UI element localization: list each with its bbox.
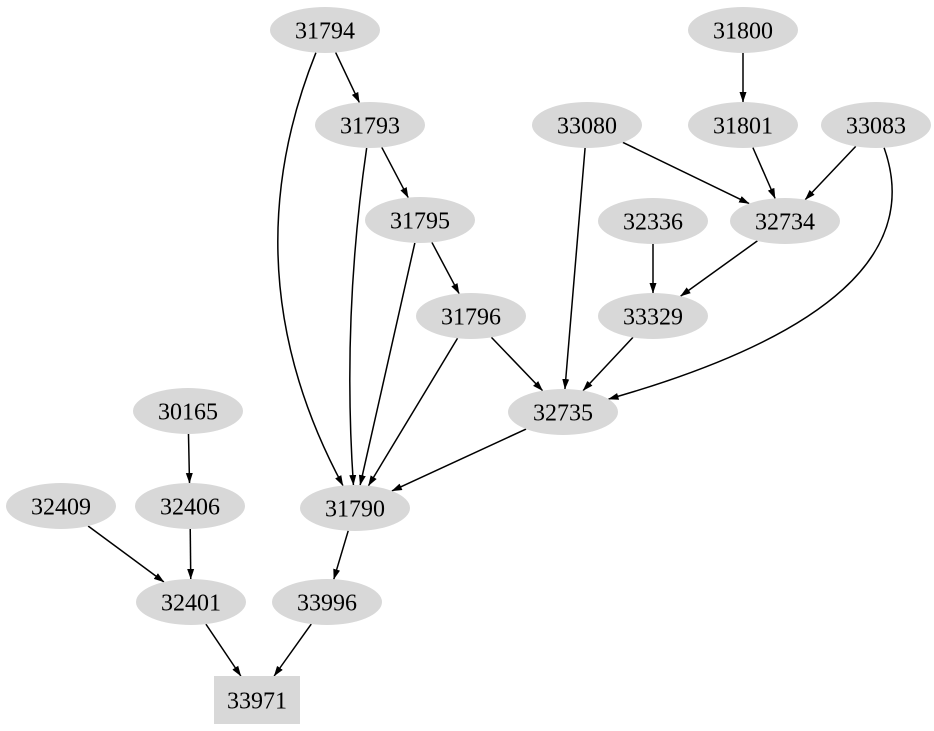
edge-33080-32734	[622, 141, 750, 205]
node-shape-ellipse	[730, 198, 840, 244]
edge-32406-32401	[187, 528, 195, 580]
node-31794: 31794	[270, 7, 380, 53]
node-31796: 31796	[416, 293, 526, 339]
node-32734: 32734	[730, 198, 840, 244]
edge-31795-31796	[431, 242, 460, 294]
node-shape-ellipse	[821, 102, 931, 148]
edge-33083-32735	[608, 147, 893, 400]
node-label: 31801	[713, 113, 773, 139]
node-shape-ellipse	[688, 7, 798, 53]
node-shape-ellipse	[598, 293, 708, 339]
node-label: 32409	[31, 494, 91, 520]
node-shape-rect	[214, 676, 300, 724]
edge-32735-31790	[391, 428, 527, 492]
node-label: 33083	[846, 113, 906, 139]
node-label: 33971	[227, 688, 287, 714]
node-shape-ellipse	[416, 293, 526, 339]
node-shape-ellipse	[133, 388, 243, 434]
edge-33996-33971	[273, 623, 312, 677]
node-32336: 32336	[598, 198, 708, 244]
node-label: 32406	[160, 494, 220, 520]
edge-33083-32734	[804, 145, 857, 201]
node-shape-ellipse	[508, 389, 618, 435]
node-32409: 32409	[6, 483, 116, 529]
node-shape-ellipse	[6, 483, 116, 529]
node-31801: 31801	[688, 102, 798, 148]
node-shape-ellipse	[272, 579, 382, 625]
node-shape-ellipse	[300, 485, 410, 531]
node-33083: 33083	[821, 102, 931, 148]
node-30165: 30165	[133, 388, 243, 434]
node-shape-ellipse	[598, 198, 708, 244]
node-label: 33996	[297, 590, 357, 616]
nodes-layer: 31794 31800 31793 33080 31801 33083 31795 32336…	[6, 7, 931, 724]
edge-31796-32735	[490, 336, 544, 392]
node-label: 32401	[161, 590, 221, 616]
node-32406: 32406	[135, 483, 245, 529]
edge-31794-31790	[277, 52, 344, 487]
node-shape-ellipse	[688, 102, 798, 148]
node-32401: 32401	[136, 579, 246, 625]
node-33329: 33329	[598, 293, 708, 339]
edge-31790-33996	[333, 530, 349, 580]
edge-31801-32734	[752, 147, 776, 199]
node-label: 31795	[390, 208, 450, 234]
node-label: 32735	[533, 400, 593, 426]
node-label: 31800	[713, 18, 773, 44]
node-31800: 31800	[688, 7, 798, 53]
node-label: 33080	[557, 113, 617, 139]
edge-32401-33971	[205, 623, 242, 677]
node-31793: 31793	[315, 102, 425, 148]
node-shape-ellipse	[532, 102, 642, 148]
edge-30165-32406	[185, 433, 193, 484]
node-label: 31790	[325, 496, 385, 522]
node-shape-ellipse	[136, 579, 246, 625]
node-33080: 33080	[532, 102, 642, 148]
node-label: 30165	[158, 399, 218, 425]
edge-31796-31790	[367, 337, 459, 487]
node-shape-ellipse	[315, 102, 425, 148]
node-label: 32734	[755, 209, 815, 235]
edge-31793-31790	[349, 147, 368, 486]
node-33996: 33996	[272, 579, 382, 625]
node-shape-ellipse	[135, 483, 245, 529]
node-label: 32336	[623, 209, 683, 235]
edge-32409-32401	[87, 525, 165, 583]
edge-31795-31790	[358, 242, 416, 486]
node-shape-ellipse	[365, 197, 475, 243]
node-label: 33329	[623, 304, 683, 330]
node-33971: 33971	[214, 676, 300, 724]
edge-31794-31793	[335, 52, 360, 103]
node-31790: 31790	[300, 485, 410, 531]
edge-33080-32735	[562, 147, 586, 390]
node-31795: 31795	[365, 197, 475, 243]
edge-32734-33329	[680, 240, 758, 297]
edge-31793-31795	[381, 147, 409, 198]
node-label: 31794	[295, 18, 355, 44]
node-label: 31796	[441, 304, 501, 330]
edge-33329-32735	[582, 336, 634, 392]
node-shape-ellipse	[270, 7, 380, 53]
node-32735: 32735	[508, 389, 618, 435]
node-label: 31793	[340, 113, 400, 139]
edges-layer	[87, 52, 893, 677]
